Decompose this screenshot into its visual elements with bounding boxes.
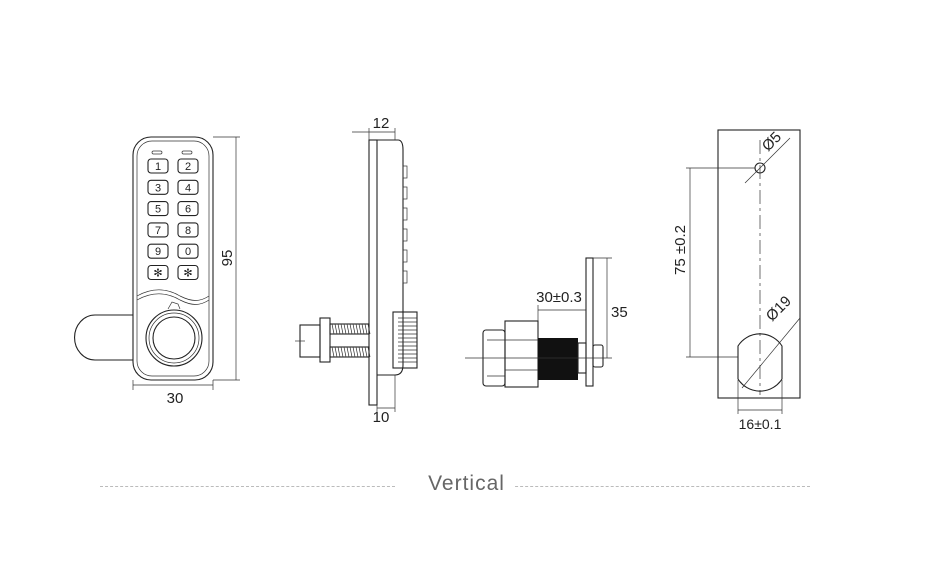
threaded-cylinder [538,338,578,380]
panel-wave [136,289,210,301]
key-label: 9 [155,246,161,258]
width-label: 30 [167,390,184,407]
cam-view: 30±0.3 35 [465,257,628,388]
keypad-key: ✻ [147,264,169,281]
keypad-key: 3 [147,179,169,195]
keypad-key: 9 [147,243,169,259]
caption-text: Vertical [418,472,515,495]
side-key-bump [402,228,408,242]
caption-rule-left [100,486,395,487]
door-panel [717,129,801,399]
led-indicator [151,150,163,155]
key-label: 0 [185,246,191,258]
key-label: 1 [155,161,161,173]
side-key-bump [402,249,408,263]
cam-length-label: 30±0.3 [536,289,582,306]
caption-rule-right [505,486,810,487]
cam-plate [585,257,594,387]
side-key-bump [402,207,408,221]
door-plate [368,139,378,406]
large-hole [737,333,783,392]
side-view: 12 10 [295,115,418,426]
keypad-key: 5 [147,201,169,217]
keypad-key: 1 [147,158,169,174]
led-indicator [181,150,193,155]
side-key-bump [402,270,408,284]
cam-bar [73,314,133,361]
keypad-key: 8 [177,222,199,238]
flat-width-label: 16±0.1 [739,416,782,432]
key-label: 3 [155,182,161,194]
keypad-body [132,136,214,381]
side-key-bump [402,186,408,200]
keypad-keys: 1 2 3 4 5 6 7 8 9 0 ✻ ✻ [147,158,199,281]
side-key-bump [402,165,408,179]
key-label: 2 [185,161,191,173]
cam-size-label: 35 [611,304,628,321]
key-label: ✻ [183,268,192,280]
hole-spacing-label: 75 ±0.2 [672,225,689,275]
keypad-key: 4 [177,179,199,195]
bottom-thickness-label: 10 [373,409,390,426]
keypad-key: 2 [177,158,199,174]
knob-outer [145,309,203,367]
knob-inner [152,316,196,360]
key-label: 4 [185,182,191,194]
height-label: 95 [219,250,236,267]
key-label: 8 [185,225,191,237]
keypad-key: ✻ [177,264,199,281]
key-label: 5 [155,204,161,216]
key-label: ✻ [153,268,162,280]
keypad-key: 0 [177,243,199,259]
hex-nut [504,320,539,388]
small-hole-label: Ø5 [759,129,785,155]
side-body [377,139,404,376]
caption: Vertical [0,472,933,496]
cutout-view: Ø5 Ø19 75 ±0.2 16±0.1 [672,129,801,432]
keypad-bezel [136,140,210,377]
large-hole-label: Ø19 [763,293,795,325]
top-thickness-label: 12 [373,115,390,132]
key-label: 6 [185,204,191,216]
front-view: 1 2 3 4 5 6 7 8 9 0 ✻ ✻ 95 30 [73,136,240,407]
keypad-key: 6 [177,201,199,217]
key-label: 7 [155,225,161,237]
keypad-key: 7 [147,222,169,238]
cam-housing [392,311,418,369]
